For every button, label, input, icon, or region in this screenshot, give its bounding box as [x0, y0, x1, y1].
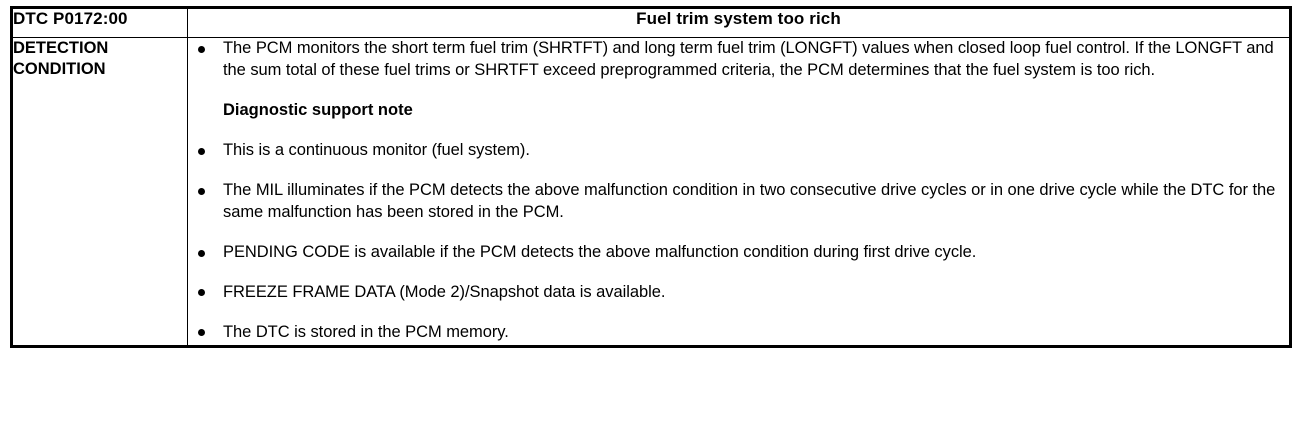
list-item: The DTC is stored in the PCM memory. — [188, 322, 1289, 344]
dtc-title-cell: Fuel trim system too rich — [187, 7, 1291, 38]
detection-condition-content: The PCM monitors the short term fuel tri… — [187, 36, 1291, 348]
condition-list: The PCM monitors the short term fuel tri… — [188, 38, 1289, 343]
bullet-dot-icon — [198, 329, 205, 337]
list-item-text: PENDING CODE is available if the PCM det… — [223, 242, 977, 261]
list-item: FREEZE FRAME DATA (Mode 2)/Snapshot data… — [188, 282, 1289, 304]
dtc-code-cell: DTC P0172:00 — [11, 7, 188, 38]
list-item-text: The MIL illuminates if the PCM detects t… — [223, 180, 1276, 221]
dtc-detection-condition-table: DTC P0172:00 Fuel trim system too rich D… — [10, 6, 1292, 349]
table-header-row: DTC P0172:00 Fuel trim system too rich — [11, 7, 1291, 38]
detection-condition-label: DETECTION CONDITION — [11, 36, 188, 348]
table-row: DETECTION CONDITION The PCM monitors the… — [11, 36, 1291, 348]
list-item-text: The DTC is stored in the PCM memory. — [223, 322, 509, 341]
bullet-dot-icon — [198, 45, 205, 53]
bullet-dot-icon — [198, 249, 205, 257]
bullet-dot-icon — [198, 187, 205, 195]
diagnostic-support-note-heading: Diagnostic support note — [223, 100, 413, 119]
list-item: The PCM monitors the short term fuel tri… — [188, 38, 1289, 82]
list-item-text: This is a continuous monitor (fuel syste… — [223, 140, 530, 159]
list-item: The MIL illuminates if the PCM detects t… — [188, 180, 1289, 224]
list-item: This is a continuous monitor (fuel syste… — [188, 140, 1289, 162]
list-item-text: FREEZE FRAME DATA (Mode 2)/Snapshot data… — [223, 282, 666, 301]
list-item-text: The PCM monitors the short term fuel tri… — [223, 39, 1274, 79]
list-item: PENDING CODE is available if the PCM det… — [188, 242, 1289, 264]
bullet-dot-icon — [198, 147, 205, 155]
bullet-dot-icon — [198, 289, 205, 297]
